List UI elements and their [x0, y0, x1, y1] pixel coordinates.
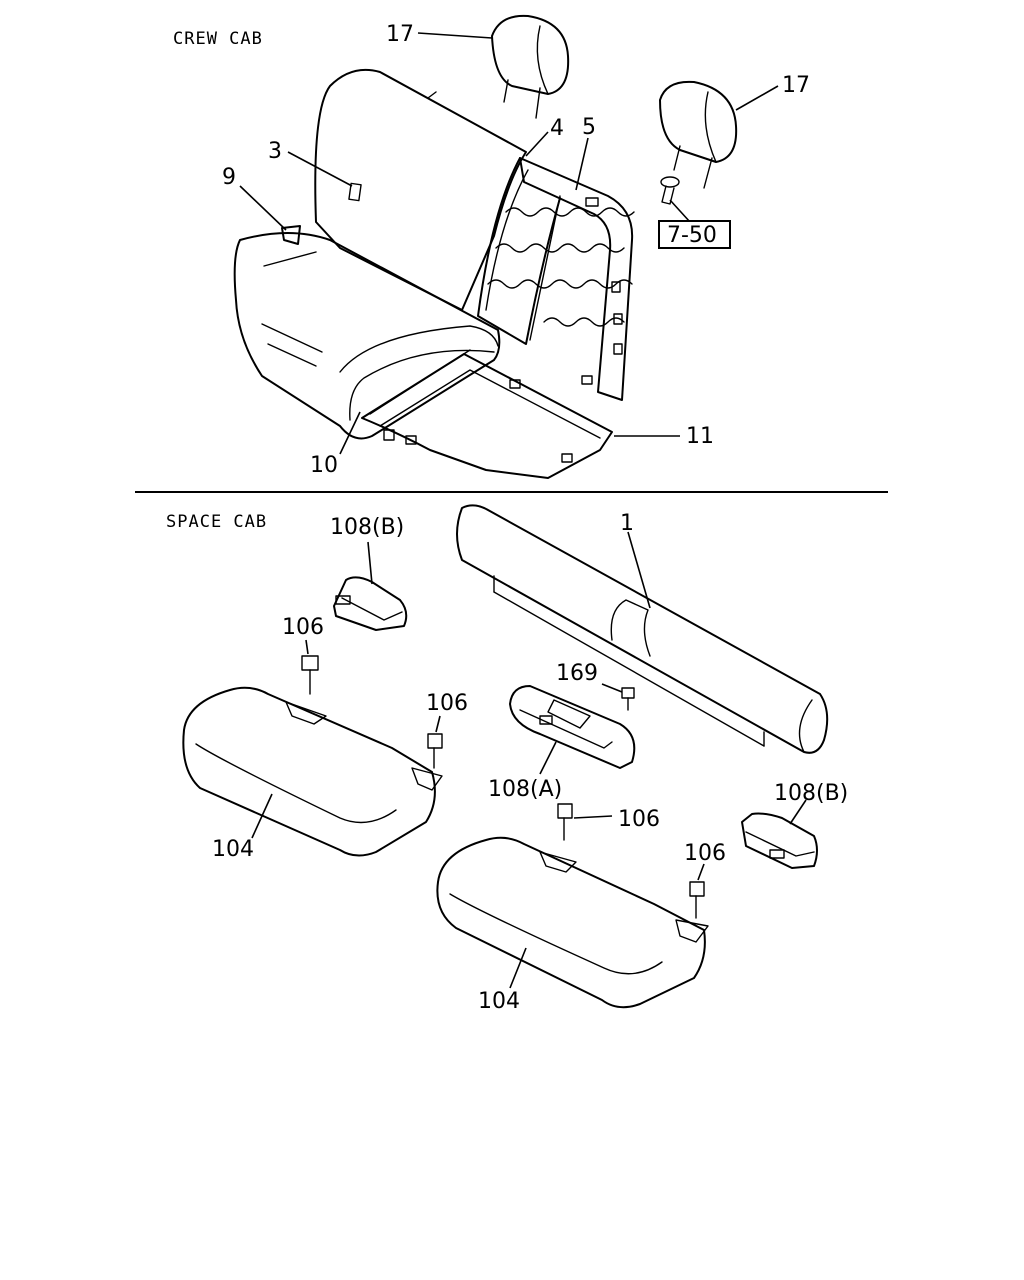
leader-106-c	[573, 815, 613, 819]
seat-cushion-right	[436, 836, 709, 1009]
leader-106-a	[305, 639, 309, 655]
leader-169	[601, 683, 623, 693]
leader-3	[287, 151, 353, 187]
cover-108a	[509, 685, 636, 769]
leader-106-d	[697, 863, 705, 881]
leader-17a	[417, 32, 493, 39]
callout-106-a: 106	[282, 615, 324, 640]
callout-5: 5	[582, 115, 596, 140]
callout-4: 4	[550, 116, 564, 141]
bolt-106-a	[301, 655, 319, 695]
leader-17b	[735, 85, 779, 111]
leader-5	[575, 137, 589, 191]
seat-frame	[361, 349, 613, 479]
cover-108b-top	[333, 576, 408, 631]
bolt-106-b	[427, 733, 443, 769]
section-title-crew-cab: CREW CAB	[173, 29, 263, 49]
callout-106-c: 106	[618, 807, 660, 832]
callout-106-b: 106	[426, 691, 468, 716]
callout-17-right: 17	[782, 73, 810, 98]
callout-11: 11	[686, 424, 714, 449]
section-title-space-cab: SPACE CAB	[166, 512, 267, 532]
callout-9: 9	[222, 165, 236, 190]
callout-17-left: 17	[386, 22, 414, 47]
leader-9	[239, 185, 287, 231]
reference-box	[658, 220, 731, 249]
backrest-bar	[456, 504, 829, 754]
leader-104-right	[509, 947, 527, 989]
back-frame	[477, 157, 635, 401]
seat-cushion	[233, 225, 501, 440]
callout-104-right: 104	[478, 989, 520, 1014]
callout-104-left: 104	[212, 837, 254, 862]
reference-label: 7-50	[667, 223, 717, 248]
seat-cushion-left	[182, 686, 443, 857]
tag-3	[348, 182, 362, 202]
leader-4	[525, 131, 549, 157]
headrest-left	[491, 14, 570, 119]
callout-106-d: 106	[684, 841, 726, 866]
callout-108a: 108(A)	[488, 777, 562, 802]
leader-104-left	[251, 793, 273, 839]
leader-108a	[539, 741, 557, 775]
callout-108b-top: 108(B)	[330, 515, 404, 540]
leader-1	[627, 531, 651, 609]
cover-108b-right	[741, 812, 818, 869]
leader-ref	[669, 199, 691, 223]
bolt-169	[621, 687, 635, 711]
seat-back	[314, 68, 527, 311]
bolt-106-c	[557, 803, 573, 841]
clip-fastener	[660, 176, 680, 205]
leader-108b-right	[789, 799, 807, 825]
headrest-right	[659, 80, 738, 189]
callout-3: 3	[268, 139, 282, 164]
callout-108b-right: 108(B)	[774, 781, 848, 806]
leader-10	[339, 411, 361, 455]
callout-169: 169	[556, 661, 598, 686]
leader-108b-top	[367, 541, 373, 585]
callout-1: 1	[620, 511, 634, 536]
leader-106-b	[435, 715, 441, 733]
callout-10: 10	[310, 453, 338, 478]
bolt-106-d	[689, 881, 705, 919]
tag-9	[281, 225, 301, 245]
